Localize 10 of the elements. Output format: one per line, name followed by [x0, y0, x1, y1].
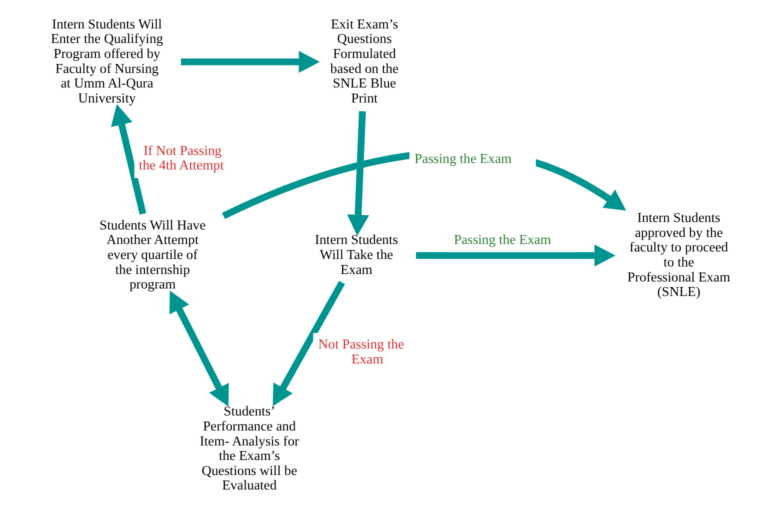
node-text: Intern Students Will Enter the Qualifying Program offered by Faculty of Nursing at Umm Al-Qura University	[50, 16, 164, 106]
node-text: Exit Exam’s Questions Formulated based on the SNLE Blue Print	[330, 16, 399, 106]
edge-label: If Not Passing the 4th Attempt	[138, 142, 224, 173]
node-text: Students’ Performance and Item- Analysis for the Exam’s Questions will be Evaluated	[200, 404, 300, 493]
node-text: Students Will Have Another Attempt every quartile of the internship program	[100, 217, 206, 292]
node-text: Intern Students approved by the faculty to proceed to the Professional Exam (SNLE)	[627, 210, 730, 300]
edge-label: Passing the Exam	[414, 150, 512, 166]
edge-label: Not Passing the Exam	[318, 336, 404, 366]
node-text: Intern Students Will Take the Exam	[314, 232, 398, 277]
edge-label: Passing the Exam	[454, 232, 551, 248]
